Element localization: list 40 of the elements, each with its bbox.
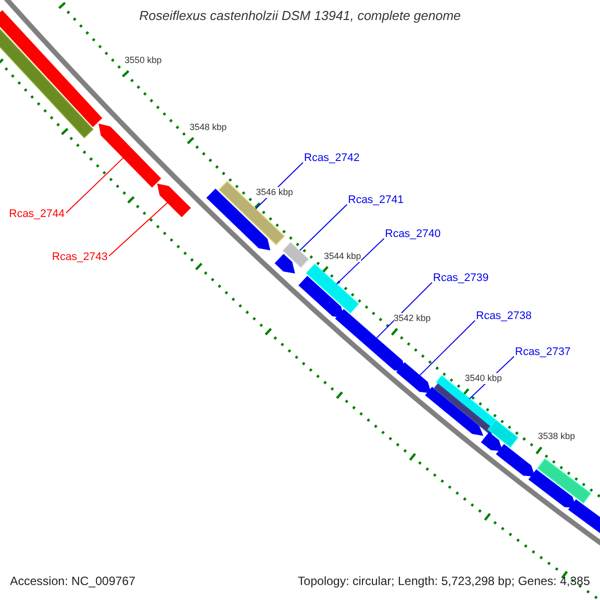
gene-block — [157, 184, 191, 218]
leader-line — [376, 282, 432, 339]
leader-line — [108, 202, 168, 256]
tick-label: 3548 kbp — [190, 122, 227, 133]
tick-label: 3546 kbp — [256, 186, 294, 198]
tick-label: 3542 kbp — [394, 312, 431, 324]
tick-label: 3544 kbp — [324, 250, 362, 262]
leader-line — [419, 320, 476, 376]
gene-block — [496, 444, 536, 477]
gene-label: Rcas_2742 — [304, 152, 360, 164]
tick-label: 3538 kbp — [538, 431, 576, 442]
gene-label: Rcas_2741 — [348, 194, 404, 206]
leader-line — [336, 238, 384, 285]
gene-bar — [282, 241, 310, 269]
accession-text: Accession: NC_009767 — [10, 574, 136, 588]
gene-bar — [433, 383, 495, 436]
genome-stats-text: Topology: circular; Length: 5,723,298 bp; Genes: 4,385 — [298, 574, 590, 588]
gene-block — [298, 276, 344, 318]
tick-label: 3540 kbp — [464, 373, 502, 384]
gene-bar — [536, 458, 592, 504]
gene-bar — [0, 10, 102, 128]
leader-line — [299, 204, 348, 252]
title: Roseiflexus castenholzii DSM 13941, complete genome — [138, 8, 462, 23]
gene-label: Rcas_2739 — [433, 272, 489, 284]
gene-block — [396, 362, 432, 394]
tick-label: 3550 kbp — [124, 54, 162, 66]
gene-label: Rcas_2737 — [515, 346, 571, 358]
gene-label: Rcas_2738 — [476, 310, 532, 322]
gene-bar — [0, 29, 94, 138]
leader-line — [66, 157, 124, 214]
gene-label: Rcas_2744 — [9, 208, 65, 220]
gene-bar — [306, 264, 360, 314]
gene-block — [425, 386, 484, 436]
gene-block — [480, 432, 503, 452]
gene-label: Rcas_2740 — [385, 228, 441, 240]
gene-block — [98, 124, 162, 188]
gene-block — [528, 469, 577, 508]
gene-block — [274, 254, 296, 274]
gene-bar — [487, 419, 518, 448]
gene-label: Rcas_2743 — [52, 250, 108, 264]
